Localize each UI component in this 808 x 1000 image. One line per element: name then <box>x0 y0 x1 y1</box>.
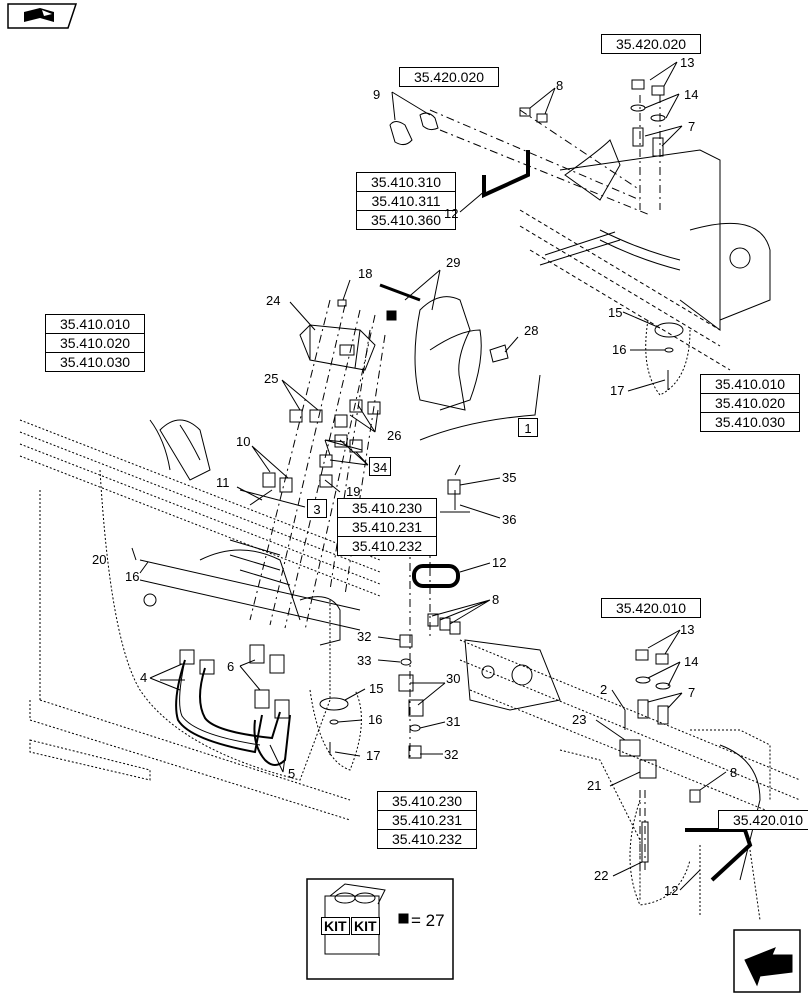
callout: 14 <box>684 87 699 102</box>
callout: 16 <box>368 712 383 727</box>
reference-group-left: 35.410.010 35.410.020 35.410.030 <box>45 314 145 372</box>
callout: 33 <box>357 653 372 668</box>
callout: 12 <box>444 206 459 221</box>
reference-group-right: 35.410.010 35.410.020 35.410.030 <box>700 374 800 432</box>
callout: 23 <box>572 712 587 727</box>
next-page-arrow-icon[interactable] <box>734 930 800 992</box>
kit-legend-text: = 27 <box>411 911 445 930</box>
callout: 17 <box>610 383 625 398</box>
callout: 8 <box>556 78 564 93</box>
callout: 7 <box>688 685 696 700</box>
callout-box[interactable]: 1 <box>518 418 538 437</box>
reference-box[interactable]: 35.410.230 <box>337 498 437 518</box>
callout: 4 <box>140 670 148 685</box>
callout: 19 <box>346 484 361 499</box>
reference-box[interactable]: 35.410.310 <box>356 172 456 192</box>
reference-box[interactable]: 35.410.010 <box>45 314 145 334</box>
callout: 14 <box>684 654 699 669</box>
callout: 36 <box>502 512 517 527</box>
callout: 15 <box>608 305 623 320</box>
callout: 24 <box>266 293 281 308</box>
reference-box[interactable]: 35.410.231 <box>337 517 437 537</box>
callout: 10 <box>236 434 251 449</box>
reference-box[interactable]: 35.410.030 <box>700 412 800 432</box>
callout: 26 <box>387 428 402 443</box>
callout: 21 <box>587 778 602 793</box>
reference-box[interactable]: 35.420.020 <box>601 34 701 54</box>
kit-label: KIT <box>351 917 380 935</box>
callout: 8 <box>492 592 500 607</box>
callout: 18 <box>358 266 373 281</box>
callout: 35 <box>502 470 517 485</box>
callout: 12 <box>492 555 507 570</box>
reference-group-mid: 35.410.230 35.410.231 35.410.232 <box>337 498 437 556</box>
reference-group-low: 35.410.230 35.410.231 35.410.232 <box>377 791 477 849</box>
callout: 8 <box>730 765 738 780</box>
kit-label: KIT <box>321 917 350 935</box>
callout: 25 <box>264 371 279 386</box>
reference-box[interactable]: 35.410.010 <box>700 374 800 394</box>
reference-box[interactable]: 35.410.311 <box>356 191 456 211</box>
callout: 20 <box>92 552 107 567</box>
reference-group-upper: 35.410.310 35.410.311 35.410.360 <box>356 172 456 230</box>
callout: 17 <box>366 748 381 763</box>
callout: 13 <box>680 622 695 637</box>
reference-box[interactable]: 35.420.010 <box>718 810 808 830</box>
reference-box[interactable]: 35.410.020 <box>45 333 145 353</box>
reference-box[interactable]: 35.410.360 <box>356 210 456 230</box>
callout: 2 <box>600 682 608 697</box>
callout: 32 <box>357 629 372 644</box>
callout: 13 <box>680 55 695 70</box>
book-arrow-icon[interactable] <box>20 6 60 26</box>
reference-box[interactable]: 35.410.231 <box>377 810 477 830</box>
callout: 5 <box>288 766 296 781</box>
kit-legend: KIT KIT = 27 <box>307 879 453 979</box>
reference-box[interactable]: 35.410.230 <box>377 791 477 811</box>
callout: 15 <box>369 681 384 696</box>
reference-box[interactable]: 35.410.232 <box>377 829 477 849</box>
reference-box[interactable]: 35.410.030 <box>45 352 145 372</box>
reference-box[interactable]: 35.410.020 <box>700 393 800 413</box>
callout: 7 <box>688 119 696 134</box>
callout: 32 <box>444 747 459 762</box>
callout: 30 <box>446 671 461 686</box>
callout: 11 <box>216 475 230 490</box>
callout: 6 <box>227 659 235 674</box>
reference-box[interactable]: 35.420.010 <box>601 598 701 618</box>
callout: 9 <box>373 87 381 102</box>
callout: 29 <box>446 255 461 270</box>
callout: 22 <box>594 868 609 883</box>
callout: 12 <box>664 883 679 898</box>
callout-box[interactable]: 3 <box>307 499 327 518</box>
callout-box[interactable]: 34 <box>369 457 391 476</box>
callout: 31 <box>446 714 461 729</box>
callout: 28 <box>524 323 539 338</box>
reference-box[interactable]: 35.420.020 <box>399 67 499 87</box>
callout: 16 <box>125 569 140 584</box>
callout: 16 <box>612 342 627 357</box>
reference-box[interactable]: 35.410.232 <box>337 536 437 556</box>
